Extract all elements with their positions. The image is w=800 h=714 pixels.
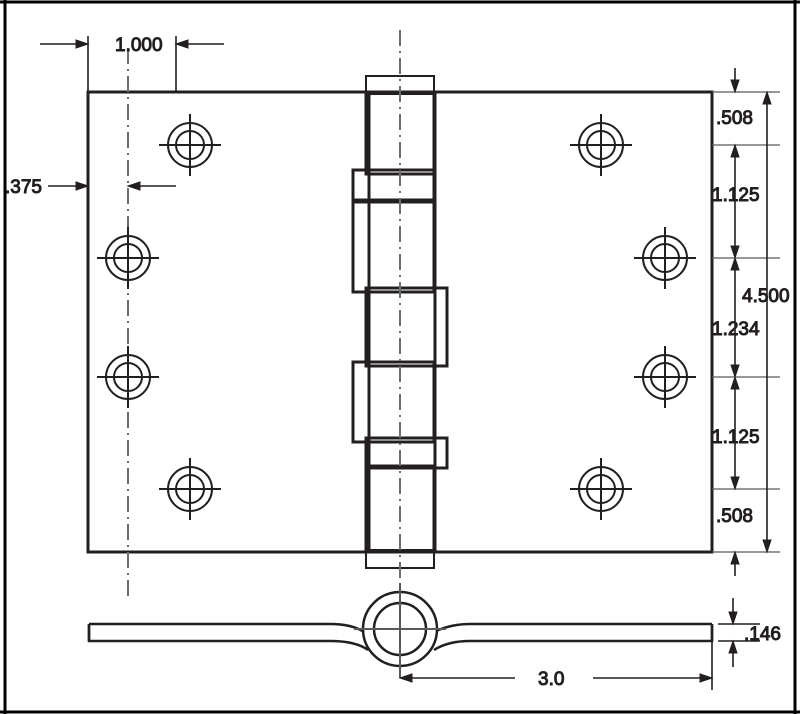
arrowhead — [398, 673, 413, 683]
arrowhead — [730, 550, 740, 565]
dimension-label-4500: 4.500 — [742, 286, 790, 307]
dimension-label-1000: 1.000 — [115, 35, 163, 56]
arrowhead — [75, 39, 90, 49]
arrowhead — [728, 639, 738, 654]
dimension-label-146: .146 — [744, 624, 781, 645]
arrowhead — [174, 39, 189, 49]
right-extension-lines — [712, 91, 780, 553]
arrowhead — [762, 90, 772, 105]
dimension-label-375: .375 — [5, 177, 42, 198]
arrowhead — [699, 673, 714, 683]
arrowhead — [730, 245, 740, 260]
arrowhead — [730, 256, 740, 271]
dimension-label-1125-lower: 1.125 — [712, 427, 760, 448]
arrowhead — [728, 611, 738, 626]
screw-hole — [570, 114, 632, 176]
arrowhead — [762, 539, 772, 554]
screw-hole — [159, 458, 221, 520]
dimension-leaf-width-from-center — [412, 641, 713, 690]
screw-hole — [570, 458, 632, 520]
arrowhead — [75, 181, 90, 191]
arrowhead — [730, 143, 740, 158]
screw-hole — [97, 227, 159, 289]
arrowhead — [730, 375, 740, 390]
arrowhead — [730, 364, 740, 379]
dimension-label-1125-upper: 1.125 — [712, 185, 760, 206]
section-view-barrel-crosshair — [354, 583, 446, 678]
screw-hole — [634, 227, 696, 289]
dimension-label-508-bottom: .508 — [716, 506, 753, 527]
screw-hole — [634, 346, 696, 408]
arrowhead — [730, 79, 740, 94]
arrowhead — [730, 476, 740, 491]
screw-hole — [97, 346, 159, 408]
dimension-label-1234: 1.234 — [712, 319, 760, 340]
screw-hole — [159, 114, 221, 176]
dimension-label-508-top: .508 — [716, 108, 753, 129]
arrowhead — [126, 181, 141, 191]
dimension-label-30: 3.0 — [538, 669, 564, 690]
